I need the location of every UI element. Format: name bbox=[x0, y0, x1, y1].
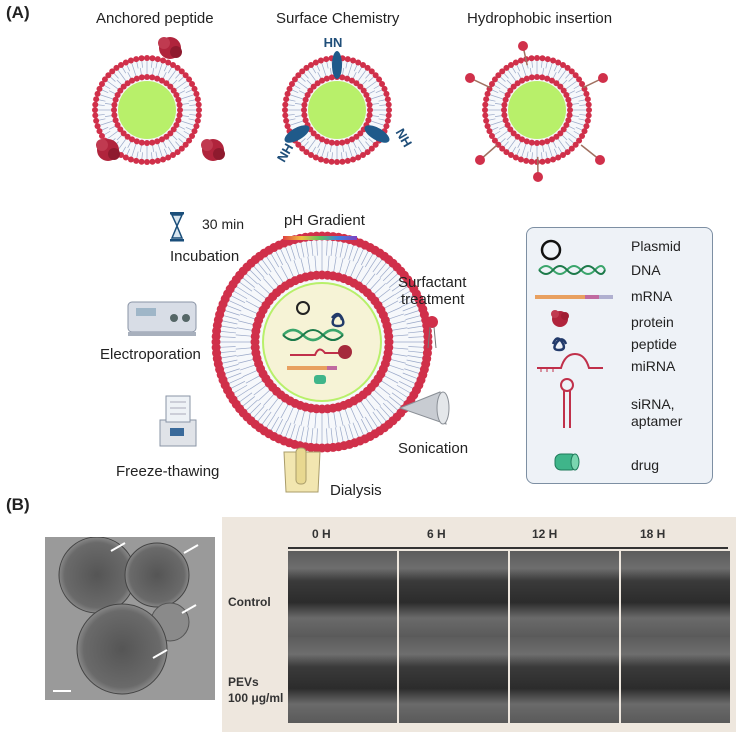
plasmid-cargo bbox=[296, 301, 310, 315]
big-vesicle bbox=[211, 231, 433, 453]
scratch-image bbox=[510, 637, 619, 723]
scratch-assay-panel: 0 H 6 H 12 H 18 H Control PEVs 100 μg/ml bbox=[222, 517, 736, 732]
dna-icon bbox=[538, 265, 606, 275]
mirna-icon bbox=[537, 352, 603, 372]
dialysis-label: Dialysis bbox=[330, 482, 382, 499]
protein-icon bbox=[551, 310, 569, 327]
surfactant-icon bbox=[426, 316, 438, 349]
vesicle-anchored-peptide bbox=[92, 37, 225, 165]
protein-cargo bbox=[338, 345, 352, 359]
plasmid-icon bbox=[540, 239, 562, 261]
time-0h: 0 H bbox=[312, 527, 331, 541]
cargo-legend: Plasmid DNA mRNA protein peptide miRNA s… bbox=[526, 227, 713, 484]
title-anchored-peptide: Anchored peptide bbox=[96, 10, 214, 27]
ph-gradient-bar bbox=[283, 236, 357, 240]
sonicator-icon bbox=[398, 391, 450, 425]
arrow-1 bbox=[110, 542, 126, 552]
incubation-label: Incubation bbox=[170, 248, 240, 265]
row-pevs-1: PEVs bbox=[228, 675, 259, 689]
scratch-image bbox=[288, 551, 397, 637]
ph-gradient-label: pH Gradient bbox=[284, 212, 365, 229]
mrna-cargo bbox=[287, 366, 327, 370]
svg-text:NH: NH bbox=[324, 35, 343, 50]
scratch-image bbox=[621, 637, 730, 723]
incubation-time: 30 min bbox=[202, 216, 245, 232]
svg-text:NH: NH bbox=[274, 141, 296, 165]
vesicle-hydrophobic-insertion bbox=[465, 41, 608, 182]
svg-text:NH: NH bbox=[393, 126, 415, 150]
row-control: Control bbox=[228, 595, 271, 609]
sirna-icon bbox=[560, 378, 574, 428]
central-vesicle-diagram bbox=[127, 212, 450, 493]
electroporator-icon bbox=[127, 301, 197, 336]
freeze-thawing-label: Freeze-thawing bbox=[116, 463, 220, 480]
legend-sirna: siRNA, bbox=[631, 396, 675, 412]
top-vesicles-diagram: NH NH NH bbox=[92, 35, 608, 182]
drug-cargo bbox=[314, 375, 326, 384]
nh2-top: NH bbox=[324, 35, 343, 50]
title-hydrophobic-insertion: Hydrophobic insertion bbox=[467, 10, 613, 27]
time-12h: 12 H bbox=[532, 527, 558, 541]
vesicle-surface-chemistry bbox=[282, 51, 392, 165]
legend-protein: protein bbox=[631, 314, 674, 330]
electroporation-label: Electroporation bbox=[100, 346, 201, 363]
surfactant-label-1: Surfactant bbox=[398, 274, 467, 291]
freeze-dryer-icon bbox=[159, 395, 197, 447]
sonication-label: Sonication bbox=[398, 440, 469, 457]
scratch-image bbox=[399, 551, 508, 637]
time-18h: 18 H bbox=[640, 527, 666, 541]
nh2-right: NH bbox=[393, 126, 415, 150]
dialysis-beaker-icon bbox=[283, 447, 321, 493]
peptide-cargo bbox=[331, 312, 345, 328]
panel-a-label: (A) bbox=[6, 3, 30, 22]
legend-drug: drug bbox=[631, 457, 660, 473]
arrow-4 bbox=[152, 649, 168, 659]
arrow-2 bbox=[183, 544, 199, 554]
dna-cargo bbox=[282, 328, 344, 342]
arrow-3 bbox=[181, 604, 197, 614]
surfactant-label-2: treatment bbox=[401, 291, 465, 308]
mirna-cargo bbox=[290, 348, 343, 356]
legend-dna: DNA bbox=[631, 262, 661, 278]
drug-icon bbox=[554, 453, 580, 471]
peptide-icon bbox=[551, 337, 568, 352]
mrna-icon bbox=[535, 295, 613, 299]
legend-mirna: miRNA bbox=[631, 358, 676, 374]
scratch-image bbox=[288, 637, 397, 723]
nh2-left: NH bbox=[274, 141, 296, 165]
row-pevs-2: 100 μg/ml bbox=[228, 691, 284, 705]
time-6h: 6 H bbox=[427, 527, 446, 541]
scratch-image bbox=[510, 551, 619, 637]
scratch-image bbox=[621, 551, 730, 637]
legend-aptamer: aptamer bbox=[631, 413, 683, 429]
legend-plasmid: Plasmid bbox=[631, 238, 681, 254]
title-surface-chemistry: Surface Chemistry bbox=[276, 10, 400, 27]
hourglass-icon bbox=[170, 212, 184, 242]
panel-b-label: (B) bbox=[6, 495, 30, 514]
legend-mrna: mRNA bbox=[631, 288, 673, 304]
scratch-image bbox=[399, 637, 508, 723]
legend-peptide: peptide bbox=[631, 336, 677, 352]
cryo-em-micrograph bbox=[45, 537, 215, 700]
